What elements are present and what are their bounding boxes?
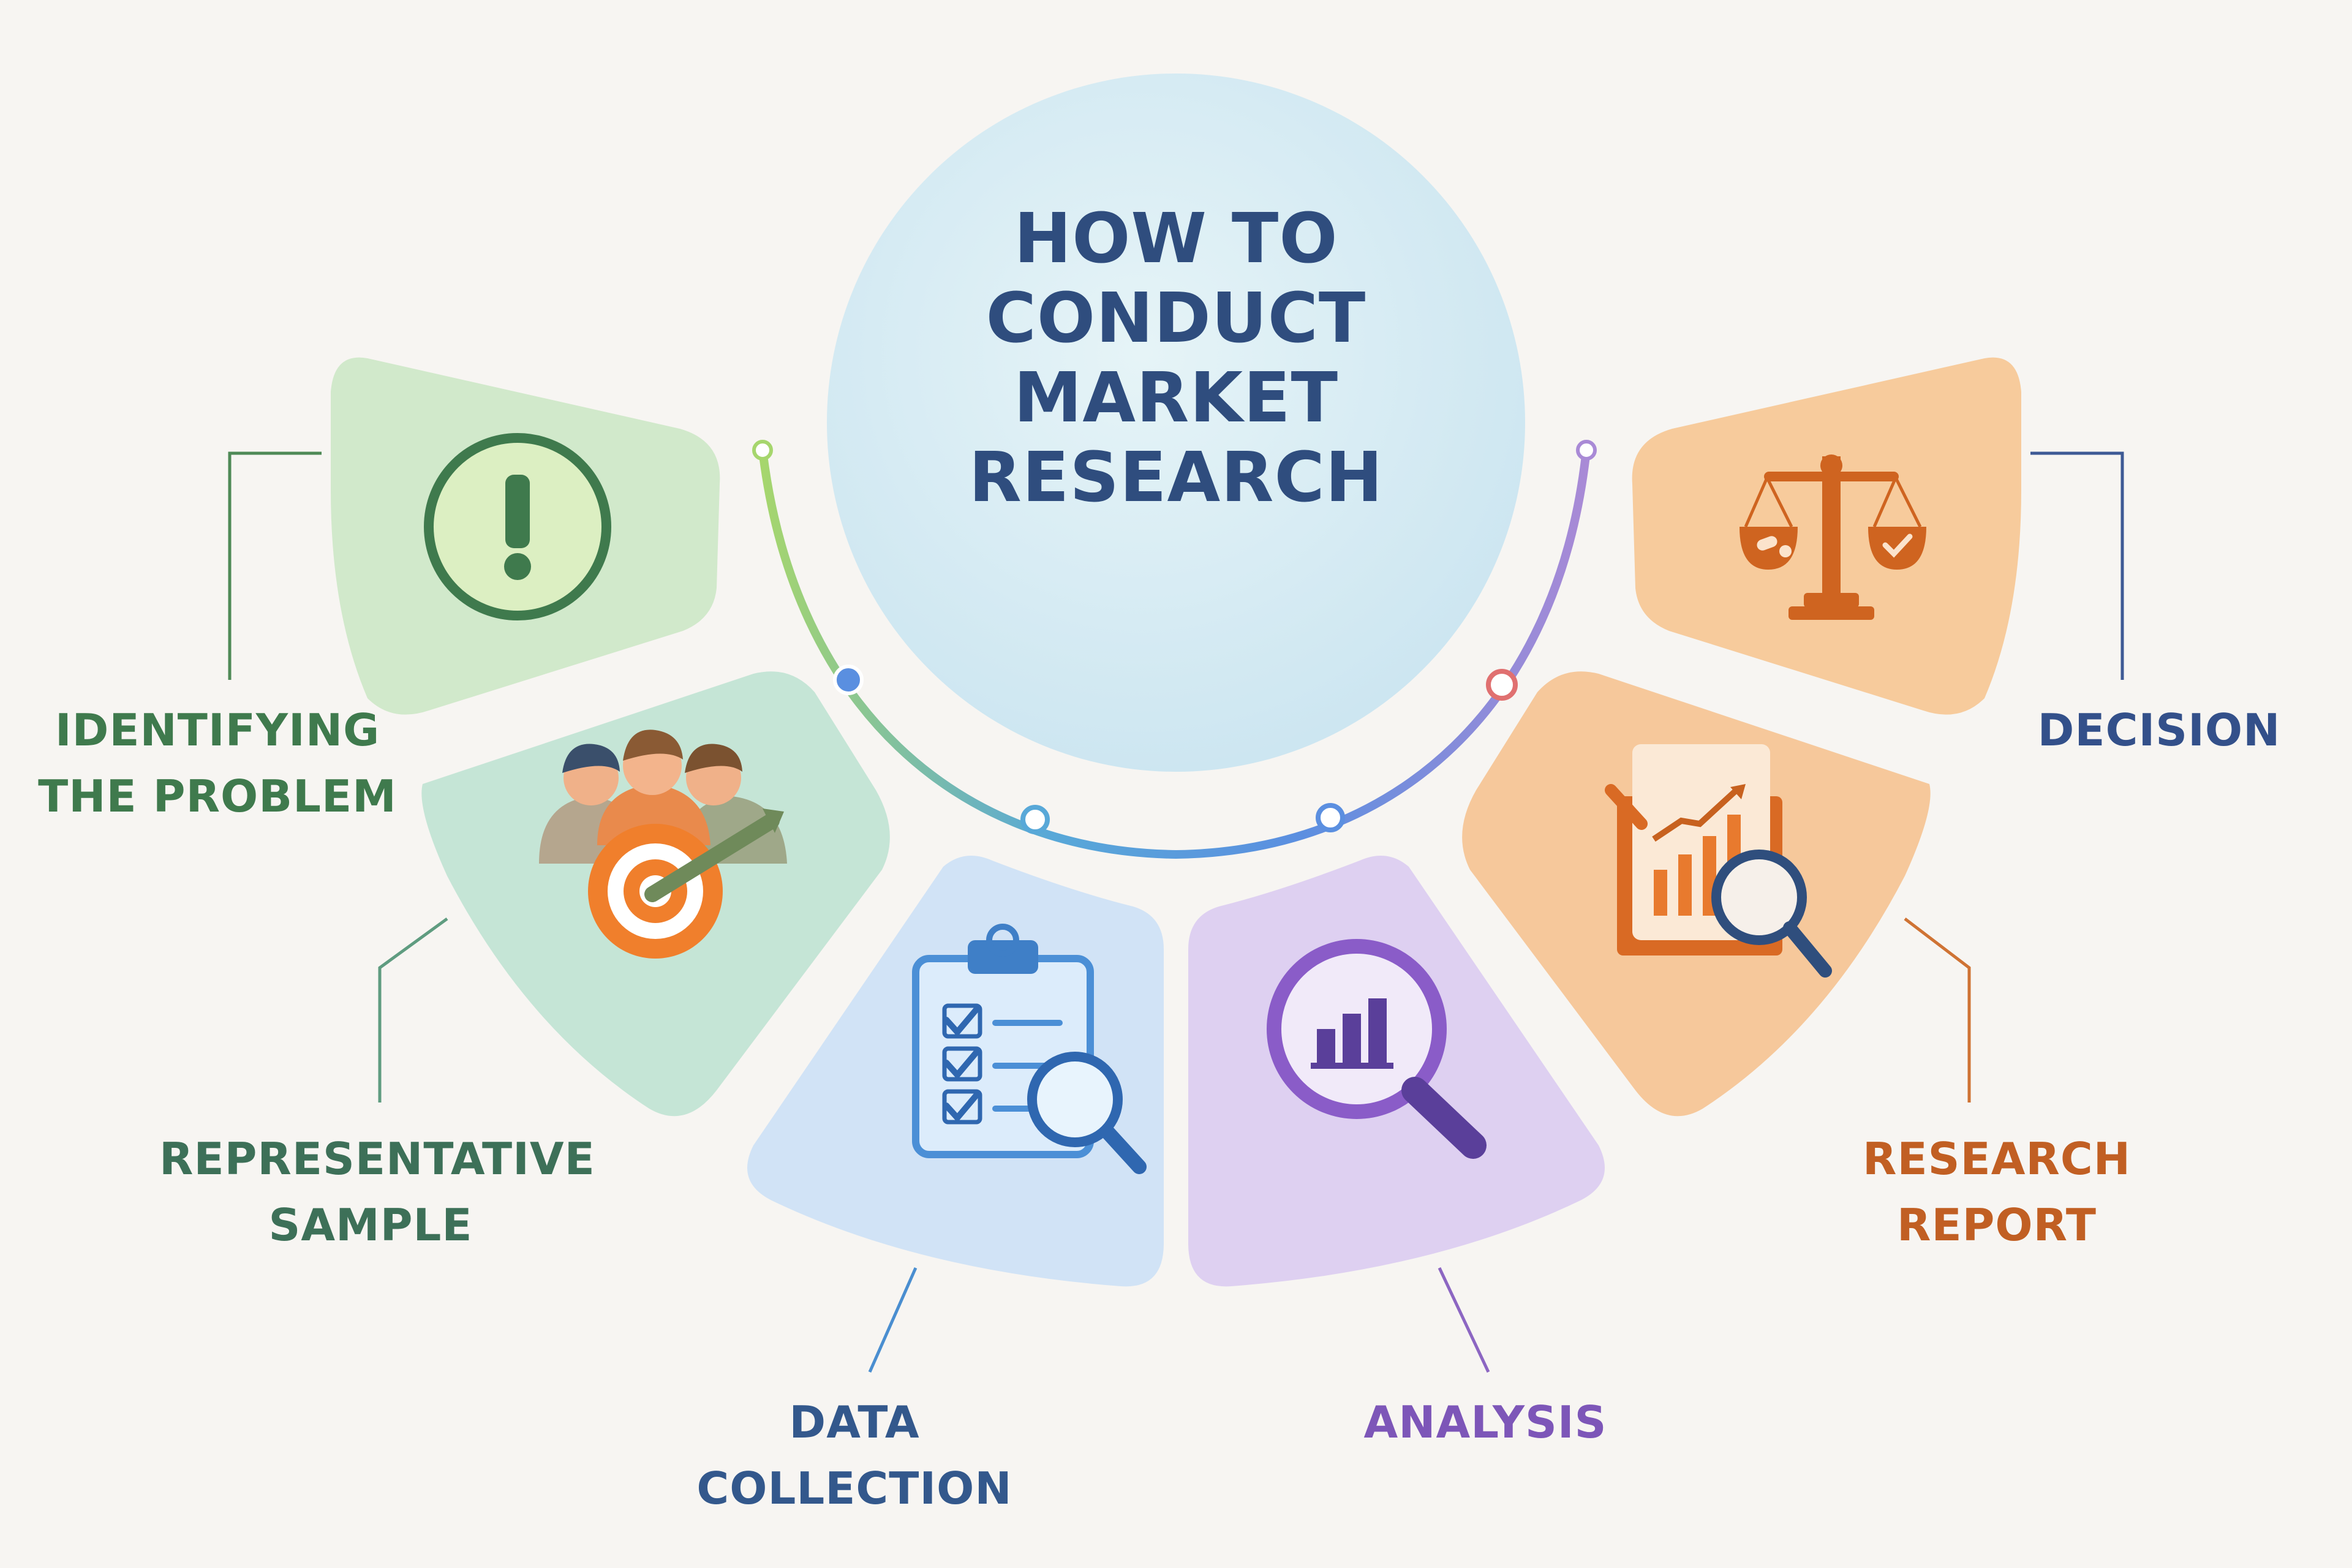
step-label-report: RESEARCH REPORT [1863,1133,2131,1251]
report-chart-icon [1605,744,1832,978]
title-line-2: CONDUCT [986,279,1366,358]
clipboard-magnifier-icon [912,924,1147,1174]
arc-node-4 [1486,669,1518,701]
arc-node-end [1576,440,1597,461]
leader-collection [868,1267,918,1373]
arc-node-3 [1316,803,1345,832]
title-line-1: HOW TO [1014,199,1338,279]
step-label-identifying: IDENTIFYING THE PROBLEM [38,704,397,822]
exclamation-circle-icon [424,433,611,620]
arc-node-start [752,440,773,461]
step-label-analysis: ANALYSIS [1363,1396,1607,1448]
page-title: HOW TO CONDUCT MARKET RESEARCH [870,199,1482,518]
arc-node-2 [1020,805,1050,834]
leader-report [1904,918,1971,1102]
title-line-3: MARKET [1013,358,1339,438]
magnifier-chart-icon [1267,939,1487,1159]
leader-decision [2030,451,2124,680]
process-arc [758,446,1591,859]
step-label-sample: REPRESENTATIVE SAMPLE [159,1133,595,1251]
title-line-4: RESEARCH [968,438,1384,518]
arc-node-1 [833,665,864,695]
step-label-decision: DECISION [2037,704,2281,756]
leader-sample [378,917,448,1102]
leader-analysis [1438,1267,1490,1373]
step-label-collection: DATA COLLECTION [696,1396,1012,1514]
balance-scale-icon [1740,454,1926,620]
title-circle [827,74,1525,772]
people-target-icon [539,729,787,959]
leader-identifying [228,451,322,680]
